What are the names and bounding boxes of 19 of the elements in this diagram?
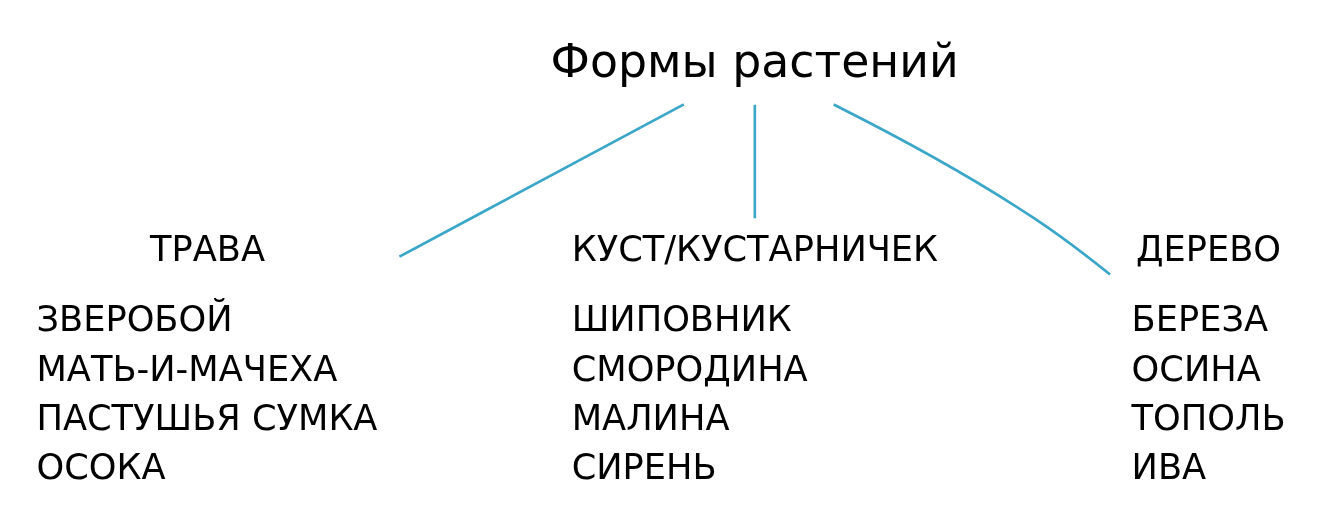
node-label: ПАСТУШЬЯ СУМКА: [36, 397, 378, 439]
node-label: ОСОКА: [36, 446, 166, 488]
connector: [753, 104, 757, 219]
connector: [398, 103, 685, 258]
node-text: ТРАВА: [150, 227, 266, 269]
node-label: ОСИНА: [1131, 347, 1261, 389]
node-label: МАЛИНА: [571, 397, 730, 439]
node-text: ДЕРЕВО: [1136, 227, 1282, 269]
node-label: ИВА: [1131, 446, 1207, 488]
node-label: ТОПОЛЬ: [1131, 397, 1286, 439]
node-label: СИРЕНЬ: [571, 446, 717, 488]
node-text: Формы растений: [550, 34, 959, 88]
node-label: ЗВЕРОБОЙ: [36, 298, 233, 340]
node-label: СМОРОДИНА: [571, 347, 808, 389]
node-label: МАТЬ-И-МАЧЕХА: [36, 347, 338, 389]
connector: [833, 103, 1111, 276]
node-label: ШИПОВНИК: [571, 298, 792, 340]
node-text: КУСТ/КУСТАРНИЧЕК: [571, 227, 939, 269]
node-label: БЕРЕЗА: [1131, 298, 1269, 340]
